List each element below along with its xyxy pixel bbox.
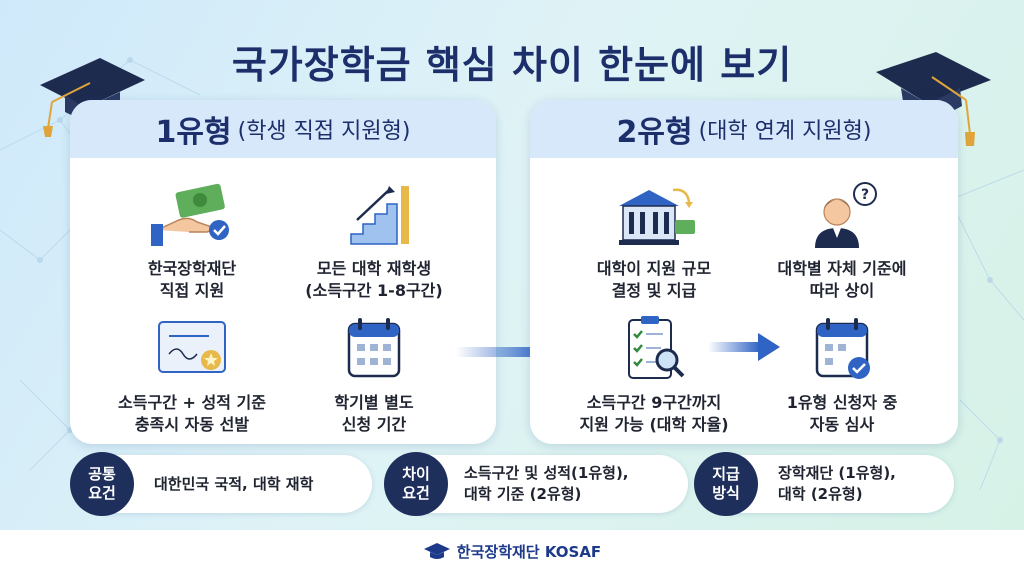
type1-item-text: 모든 대학 재학생 (소득구간 1-8구간) xyxy=(305,259,443,300)
type1-item-text: 학기별 별도 신청 기간 xyxy=(334,393,414,434)
type1-item-auto-selection: 소득구간 + 성적 기준 충족시 자동 선발 xyxy=(92,314,292,436)
type2-name: 2유형 xyxy=(616,115,693,150)
type1-item-all-students: 모든 대학 재학생 (소득구간 1-8구간) xyxy=(274,180,474,302)
certificate-icon xyxy=(158,321,226,373)
type1-header: 1유형 (학생 직접 지원형) xyxy=(70,100,496,158)
type1-item-direct-support: 한국장학재단 직접 지원 xyxy=(92,180,292,302)
calendar-check-icon xyxy=(815,318,870,379)
checklist-magnifier-icon xyxy=(628,316,685,379)
type2-item-text: 대학별 자체 기준에 따라 상이 xyxy=(777,259,907,300)
payment-method-text: 장학재단 (1유형), 대학 (2유형) xyxy=(778,464,896,503)
difference-requirement-text: 소득구간 및 성적(1유형), 대학 기준 (2유형) xyxy=(464,464,629,503)
type1-subtitle: (학생 직접 지원형) xyxy=(237,119,411,144)
payment-method-badge: 지급 방식 xyxy=(694,452,758,516)
type2-item-criteria-differ: ? 대학별 자체 기준에 따라 상이 xyxy=(742,180,942,302)
university-building-icon xyxy=(619,188,695,245)
type1-panel: 1유형 (학생 직접 지원형) 한국장학재단 직접 지원 모든 대학 재학생 (… xyxy=(70,100,496,444)
footer: 한국장학재단 KOSAF xyxy=(0,530,1024,572)
type2-item-university-decides: 대학이 지원 규모 결정 및 지급 xyxy=(554,180,754,302)
money-hand-icon xyxy=(151,183,229,246)
type2-item-auto-review: 1유형 신청자 중 자동 심사 xyxy=(742,314,942,436)
type1-name: 1유형 xyxy=(155,115,232,150)
type2-item-text: 1유형 신청자 중 자동 심사 xyxy=(786,393,898,434)
stairs-growth-icon xyxy=(350,186,409,245)
calendar-icon xyxy=(347,318,401,378)
common-requirement-badge: 공통 요건 xyxy=(70,452,134,516)
type2-subtitle: (대학 연계 지원형) xyxy=(698,119,872,144)
type1-item-semester-application: 학기별 별도 신청 기간 xyxy=(274,314,474,436)
difference-requirement-badge: 차이 요건 xyxy=(384,452,448,516)
type2-item-text: 소득구간 9구간까지 지원 가능 (대학 자율) xyxy=(579,393,729,434)
svg-text:?: ? xyxy=(861,187,869,203)
type1-item-text: 한국장학재단 직접 지원 xyxy=(147,259,237,300)
type2-panel: 2유형 (대학 연계 지원형) 대학이 지원 규모 결정 및 지급 ? 대학별 … xyxy=(530,100,958,444)
graduation-cap-icon xyxy=(423,543,450,559)
type2-header: 2유형 (대학 연계 지원형) xyxy=(530,100,958,158)
inner-flow-arrow-icon xyxy=(708,333,780,361)
footer-org-name: 한국장학재단 KOSAF xyxy=(456,542,602,561)
common-requirement-text: 대한민국 국적, 대학 재학 xyxy=(154,474,314,493)
type2-item-text: 대학이 지원 규모 결정 및 지급 xyxy=(596,259,712,300)
type1-item-text: 소득구간 + 성적 기준 충족시 자동 선발 xyxy=(118,393,266,434)
page-title: 국가장학금 핵심 차이 한눈에 보기 xyxy=(231,43,793,87)
student-question-icon: ? xyxy=(815,182,877,248)
type2-item-income-level-9: 소득구간 9구간까지 지원 가능 (대학 자율) xyxy=(554,314,754,436)
